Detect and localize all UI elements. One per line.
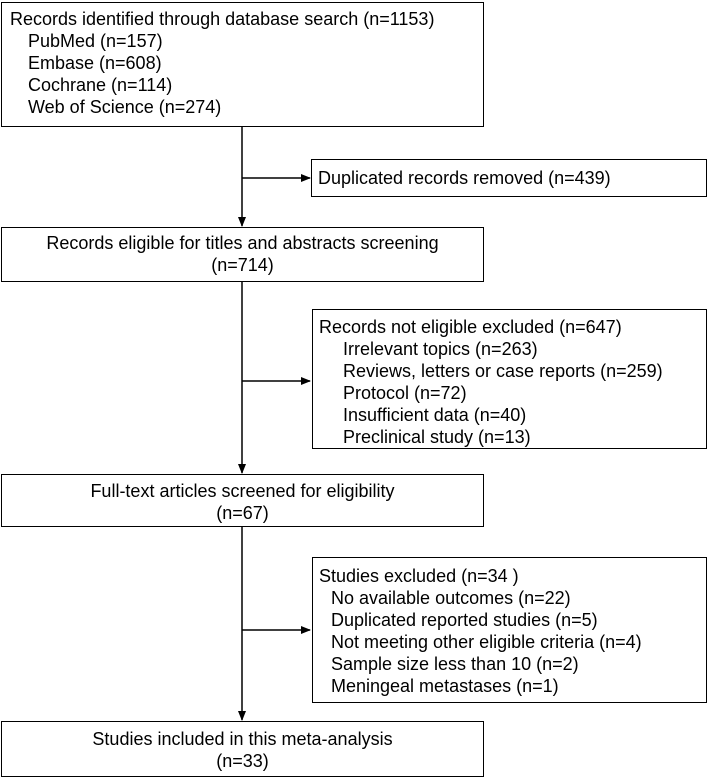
source-pubmed: PubMed (n=157)	[28, 31, 163, 51]
source-cochrane: Cochrane (n=114)	[28, 75, 173, 95]
fulltext-box: Full-text articles screened for eligibil…	[1, 474, 484, 527]
studies-excluded-box: Studies excluded (n=34 ) No available ou…	[312, 557, 707, 703]
duplicates-removed-box: Duplicated records removed (n=439)	[311, 159, 707, 197]
records-identified-title: Records identified through database sear…	[10, 9, 435, 29]
studies-included-box: Studies included in this meta-analysis (…	[1, 721, 484, 777]
reason-meningeal-metastases: Meningeal metastases (n=1)	[331, 676, 559, 696]
exclusion-insufficient-data: Insufficient data (n=40)	[343, 405, 527, 425]
exclusion-preclinical: Preclinical study (n=13)	[343, 427, 531, 447]
eligible-screening-label: Records eligible for titles and abstract…	[46, 233, 439, 253]
not-eligible-box: Records not eligible excluded (n=647) Ir…	[312, 309, 707, 449]
exclusion-irrelevant-topics: Irrelevant topics (n=263)	[343, 339, 538, 359]
source-web-of-science: Web of Science (n=274)	[28, 97, 222, 117]
studies-included-label: Studies included in this meta-analysis	[92, 729, 393, 749]
duplicates-removed-text: Duplicated records removed (n=439)	[318, 168, 611, 188]
fulltext-count: (n=67)	[216, 503, 269, 523]
reason-duplicated-reported: Duplicated reported studies (n=5)	[331, 610, 598, 630]
reason-sample-size: Sample size less than 10 (n=2)	[331, 654, 579, 674]
exclusion-protocol: Protocol (n=72)	[343, 383, 467, 403]
not-eligible-title: Records not eligible excluded (n=647)	[319, 317, 622, 337]
source-embase: Embase (n=608)	[28, 53, 162, 73]
eligible-screening-count: (n=714)	[211, 255, 274, 275]
records-identified-box: Records identified through database sear…	[1, 2, 484, 127]
eligible-screening-box: Records eligible for titles and abstract…	[1, 227, 484, 282]
exclusion-reviews-letters: Reviews, letters or case reports (n=259)	[343, 361, 663, 381]
reason-no-outcomes: No available outcomes (n=22)	[331, 588, 571, 608]
studies-included-count: (n=33)	[216, 751, 269, 771]
reason-not-meeting-criteria: Not meeting other eligible criteria (n=4…	[331, 632, 642, 652]
fulltext-label: Full-text articles screened for eligibil…	[90, 481, 395, 501]
studies-excluded-title: Studies excluded (n=34 )	[319, 566, 519, 586]
